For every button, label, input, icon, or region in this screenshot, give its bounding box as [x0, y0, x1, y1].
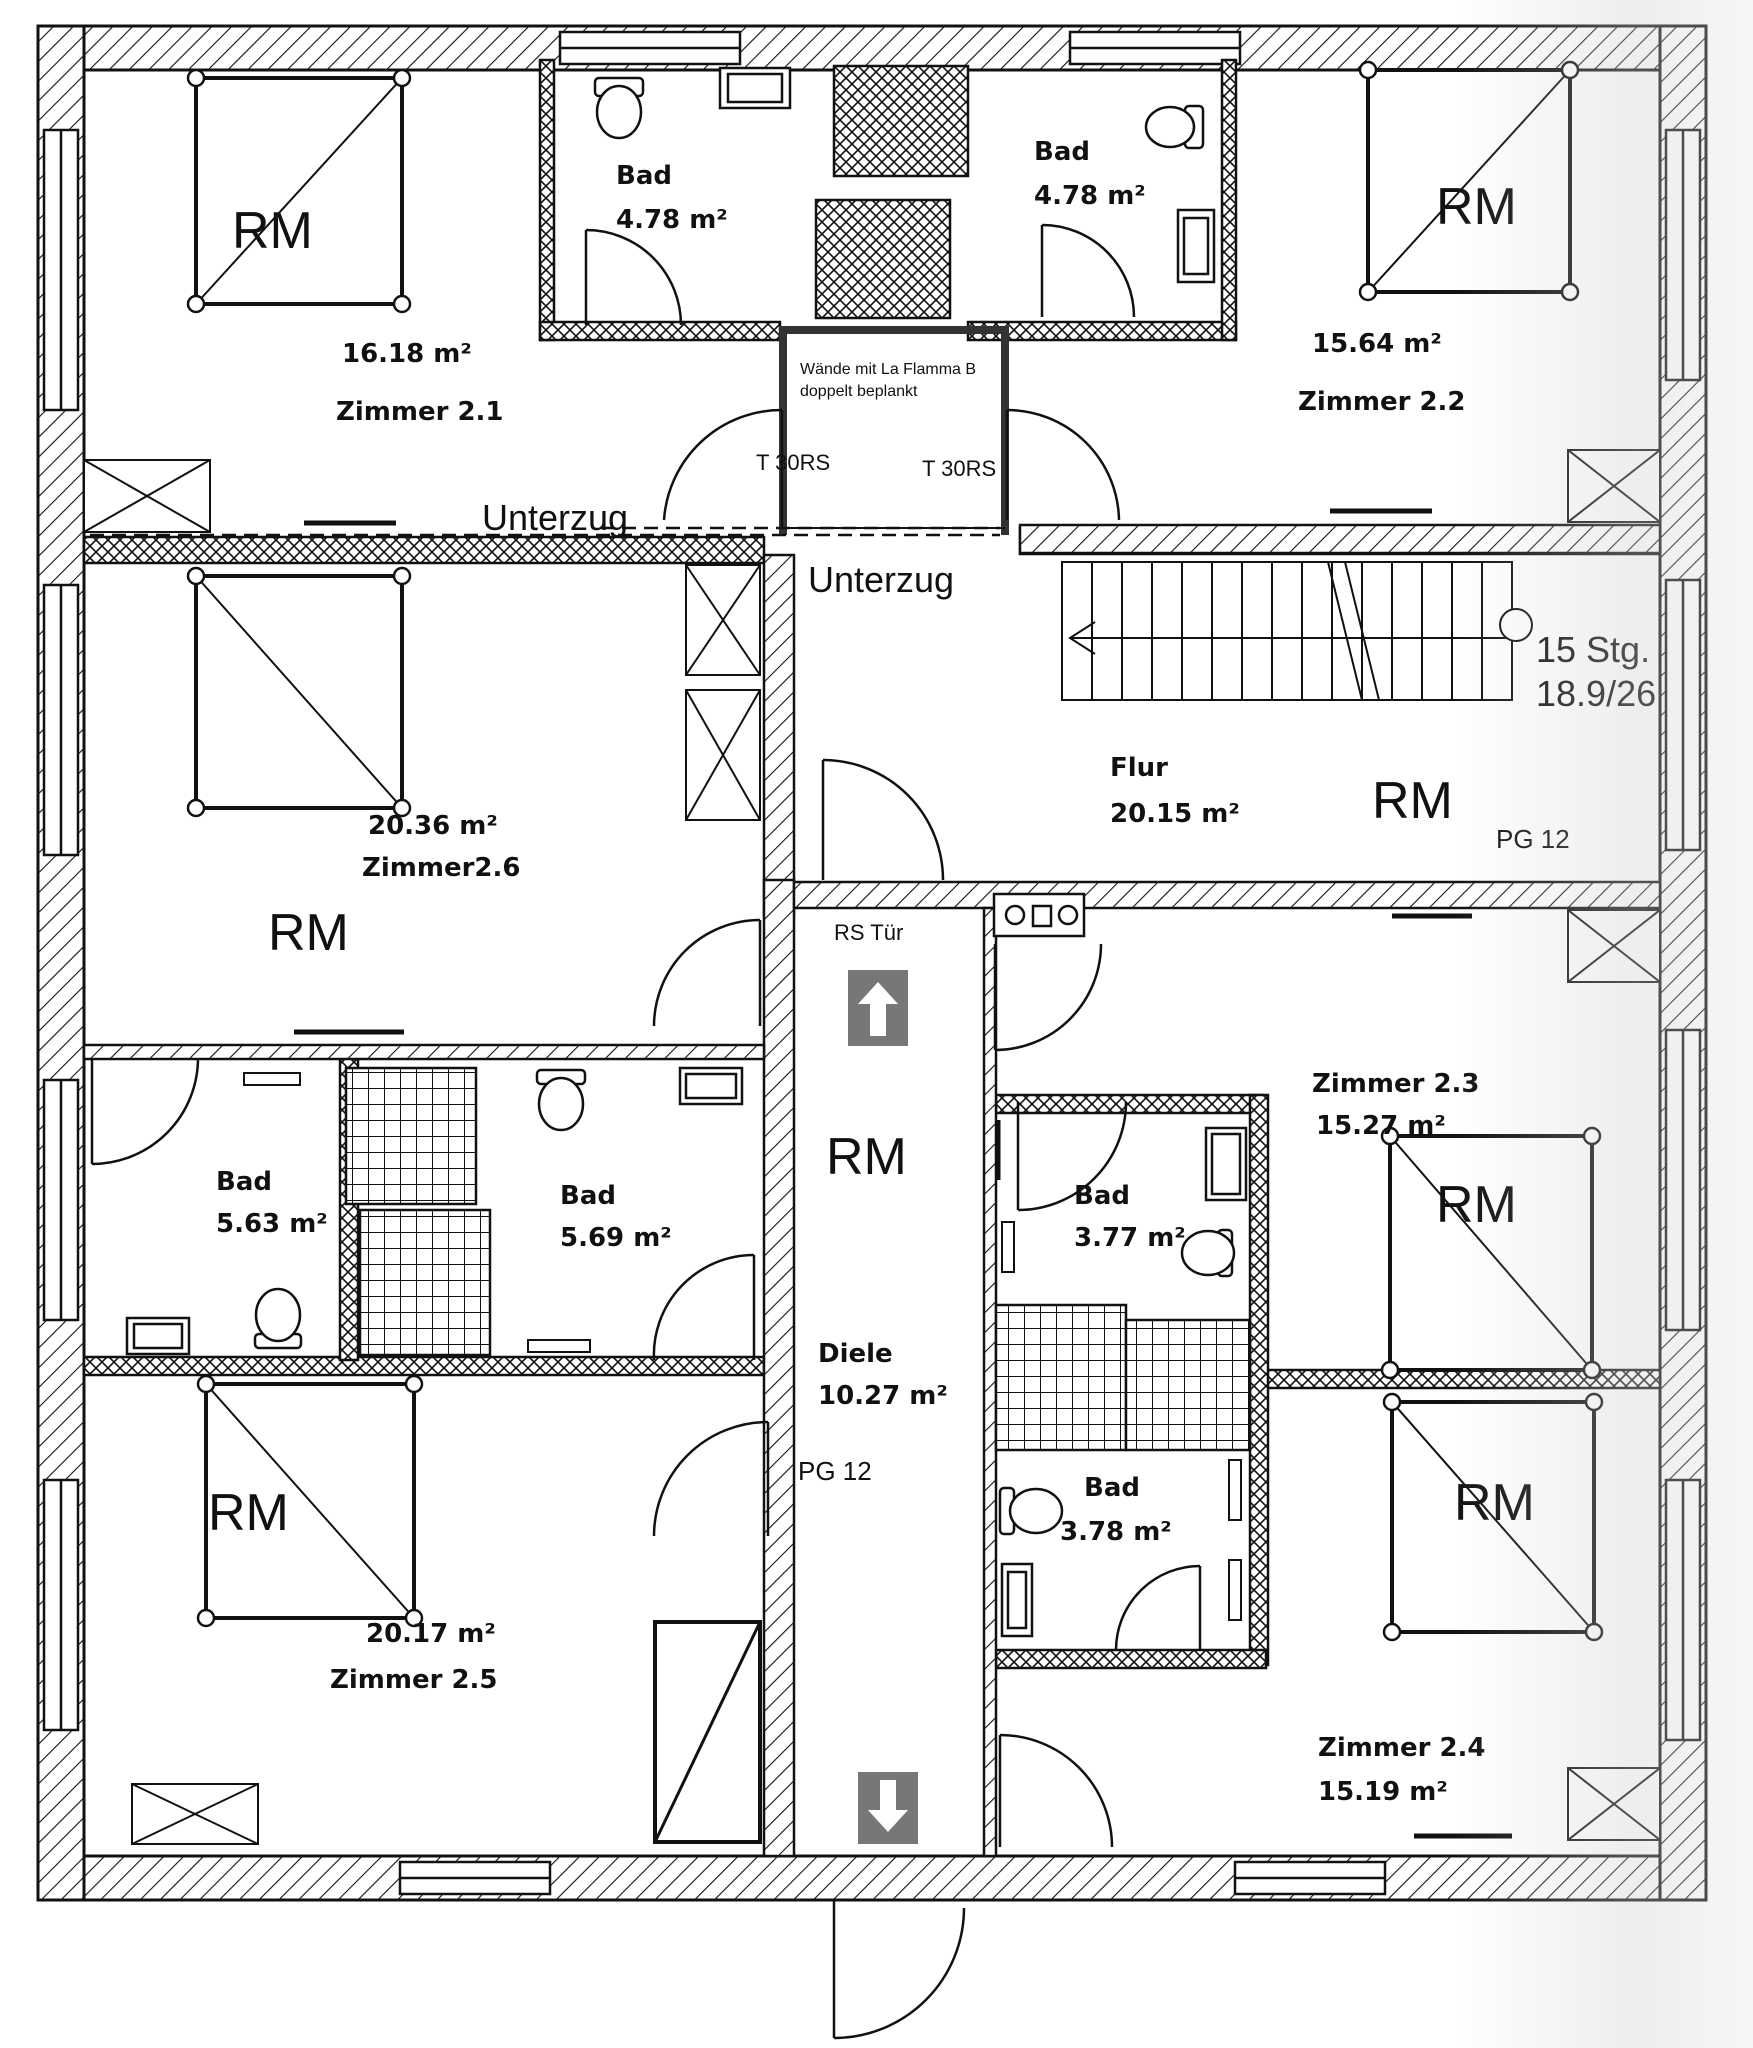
structural-walls — [82, 523, 1662, 1858]
flur-area: 20.15 m² — [1110, 799, 1240, 829]
bad-r1-area: 3.77 m² — [1074, 1223, 1186, 1253]
fire-note-line-2: doppelt beplankt — [800, 383, 918, 400]
stairs-ratio: 18.9/26 — [1536, 673, 1656, 714]
rm-label-z24: RM — [1454, 1474, 1535, 1532]
labels: RM 16.18 m² Zimmer 2.1 Bad 4.78 m² Bad 4… — [208, 137, 1656, 1807]
z22-area: 15.64 m² — [1312, 329, 1442, 359]
bad-left-label: Bad — [216, 1167, 272, 1197]
vent-boxes — [83, 449, 1661, 1845]
fire-note-line-1: Wände mit La Flamma B — [800, 361, 976, 378]
unterzug-label-1: Unterzug — [482, 497, 628, 538]
stove-icon — [992, 892, 1086, 938]
z22-name: Zimmer 2.2 — [1298, 387, 1466, 417]
arrow-up-icon — [848, 970, 908, 1046]
staircase — [1061, 561, 1533, 701]
rm-label-diele: RM — [826, 1128, 907, 1186]
pg12-flur: PG 12 — [1496, 824, 1570, 854]
radiators — [243, 1072, 1242, 1621]
z24-name: Zimmer 2.4 — [1318, 1733, 1486, 1763]
z21-name: Zimmer 2.1 — [336, 397, 504, 427]
z23-name: Zimmer 2.3 — [1312, 1069, 1480, 1099]
opening-corner-markers — [186, 60, 1604, 1642]
bad-mid-label: Bad — [560, 1181, 616, 1211]
pg12-diele: PG 12 — [798, 1456, 872, 1486]
windows — [42, 30, 1702, 1896]
rm-label-flur: RM — [1372, 772, 1453, 830]
t30-left: T 30RS — [756, 450, 830, 475]
arrow-down-icon — [858, 1772, 918, 1844]
doors — [90, 223, 1202, 2040]
ceiling-openings — [194, 68, 1596, 1634]
rm-label-z25: RM — [208, 1484, 289, 1542]
toilet-icon — [253, 76, 1236, 1536]
z25-area: 20.17 m² — [366, 1619, 496, 1649]
rm-label-z22: RM — [1436, 178, 1517, 236]
unterzug-label-2: Unterzug — [808, 559, 954, 600]
stairs-steps: 15 Stg. — [1536, 629, 1650, 670]
sink-icon — [125, 66, 1248, 1638]
z21-area: 16.18 m² — [342, 339, 472, 369]
bad-r1-label: Bad — [1074, 1181, 1130, 1211]
bad-r2-label: Bad — [1084, 1473, 1140, 1503]
z26-area: 20.36 m² — [368, 811, 498, 841]
z26-name: Zimmer2.6 — [362, 853, 520, 883]
bad-r2-area: 3.78 m² — [1060, 1517, 1172, 1547]
bad-mid-area: 5.69 m² — [560, 1223, 672, 1253]
flur-name: Flur — [1110, 753, 1168, 783]
bad-top-right-label: Bad — [1034, 137, 1090, 167]
rm-label-z23: RM — [1436, 1176, 1517, 1234]
thick-bars — [294, 508, 1512, 1839]
rm-label-z26: RM — [268, 904, 349, 962]
diele-name: Diele — [818, 1339, 893, 1369]
z25-name: Zimmer 2.5 — [330, 1665, 498, 1695]
bad-top-right-area: 4.78 m² — [1034, 181, 1146, 211]
bad-top-left-area: 4.78 m² — [616, 205, 728, 235]
rm-label-z21: RM — [232, 202, 313, 260]
bad-top-left-label: Bad — [616, 161, 672, 191]
z23-area: 15.27 m² — [1316, 1111, 1446, 1141]
z24-area: 15.19 m² — [1318, 1777, 1448, 1807]
bad-left-area: 5.63 m² — [216, 1209, 328, 1239]
shafts — [344, 64, 1252, 1452]
t30-right: T 30RS — [922, 456, 996, 481]
diele-area: 10.27 m² — [818, 1381, 948, 1411]
rs-tuer-label: RS Tür — [834, 920, 903, 945]
